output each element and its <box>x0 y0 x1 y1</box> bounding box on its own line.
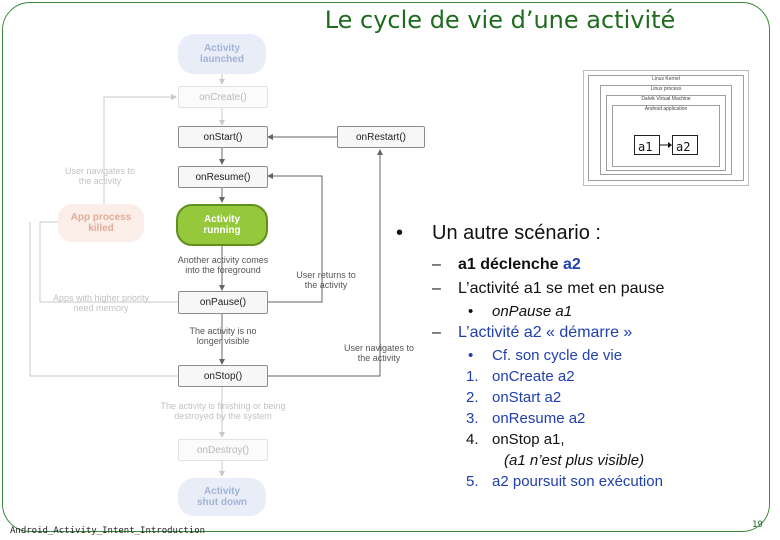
arrow-stop-killed <box>29 222 178 377</box>
note-finishing: The activity is finishing or being destr… <box>160 401 286 421</box>
node-on-start: onStart() <box>178 126 268 148</box>
text-declenche: déclenche <box>475 256 563 273</box>
dash-marker: – <box>432 280 441 297</box>
note-another-activity: Another activity comes into the foregrou… <box>177 255 269 275</box>
step-text: a2 poursuit son exécution <box>492 473 663 490</box>
dash-marker: – <box>432 324 441 341</box>
node-activity-running: Activity running <box>176 204 268 246</box>
bullet-scenario-text: Un autre scénario : <box>432 222 601 244</box>
bullet-marker: • <box>468 347 474 364</box>
step-number: 5. <box>466 473 479 490</box>
page-number: 19 <box>752 520 763 530</box>
layer-linux-kernel: Linux Kernel <box>588 75 744 181</box>
label-a2: a2 <box>676 140 691 154</box>
arrow-stop-restart <box>268 149 383 377</box>
footer-title: Android_Activity_Intent_Introduction <box>10 526 206 536</box>
step-text: onStart a2 <box>492 389 562 406</box>
step-4-note-text: (a1 n’est plus visible) <box>504 452 645 469</box>
node-activity-shut-down: Activity shut down <box>178 478 266 516</box>
step-number: 2. <box>466 389 479 406</box>
architecture-inset: Linux Kernel Linux process Dalvik Virtua… <box>583 70 749 186</box>
text-a2: a2 <box>562 256 581 273</box>
dash-marker: – <box>432 256 441 273</box>
step-number: 1. <box>466 368 479 385</box>
bullet-marker: • <box>468 303 474 320</box>
text-cycle-de-vie: Cf. son cycle de vie <box>492 347 623 364</box>
step-number: 4. <box>466 431 479 448</box>
a2-box <box>672 135 698 155</box>
node-on-pause: onPause() <box>178 291 268 314</box>
node-on-stop: onStop() <box>178 365 268 387</box>
note-navigates-to: User navigates to the activity <box>64 166 136 186</box>
bullet-marker: • <box>396 222 404 244</box>
node-process-killed: App process killed <box>58 204 144 242</box>
arrow-pause-killed <box>39 219 178 303</box>
layer-linux-kernel-label: Linux Kernel <box>652 76 680 82</box>
text-a2-demarre: L’activité a2 « démarre » <box>458 324 633 341</box>
a1-box <box>634 135 660 155</box>
arrow-pause-resume <box>267 173 323 303</box>
text-a1: a1 <box>458 256 476 273</box>
node-on-create: onCreate() <box>178 86 268 108</box>
note-higher-priority: Apps with higher priority need memory <box>52 293 150 313</box>
note-navigates-to-2: User navigates to the activity <box>343 343 415 363</box>
node-on-resume: onResume() <box>178 166 268 188</box>
layer-dalvik: Dalvik Virtual Machine <box>606 95 726 171</box>
label-a1: a1 <box>638 140 653 154</box>
step-number: 3. <box>466 410 479 427</box>
step-text: onStop a1, <box>492 431 565 448</box>
node-activity-launched: Activity launched <box>178 34 266 74</box>
step-text: onCreate a2 <box>492 368 575 385</box>
slide-title: Le cycle de vie d’une activité <box>324 6 676 34</box>
text-pause: L’activité a1 se met en pause <box>458 280 665 297</box>
layer-android-app-label: Android application <box>644 106 688 112</box>
node-on-restart: onRestart() <box>337 126 425 148</box>
a1-to-a2-arrow <box>660 142 672 148</box>
slide-frame <box>2 2 770 532</box>
note-no-longer-visible: The activity is no longer visible <box>189 326 257 346</box>
step-text: onResume a2 <box>492 410 586 427</box>
node-on-destroy: onDestroy() <box>178 439 268 461</box>
layer-linux-process: Linux process <box>600 85 732 175</box>
text-onpause-a1: onPause a1 <box>492 303 573 320</box>
arrow-killed-create <box>103 94 177 210</box>
layer-android-app: Android application <box>612 105 720 167</box>
note-user-returns: User returns to the activity <box>296 270 356 290</box>
layer-dalvik-label: Dalvik Virtual Machine <box>641 96 691 102</box>
layer-linux-process-label: Linux process <box>650 86 682 92</box>
